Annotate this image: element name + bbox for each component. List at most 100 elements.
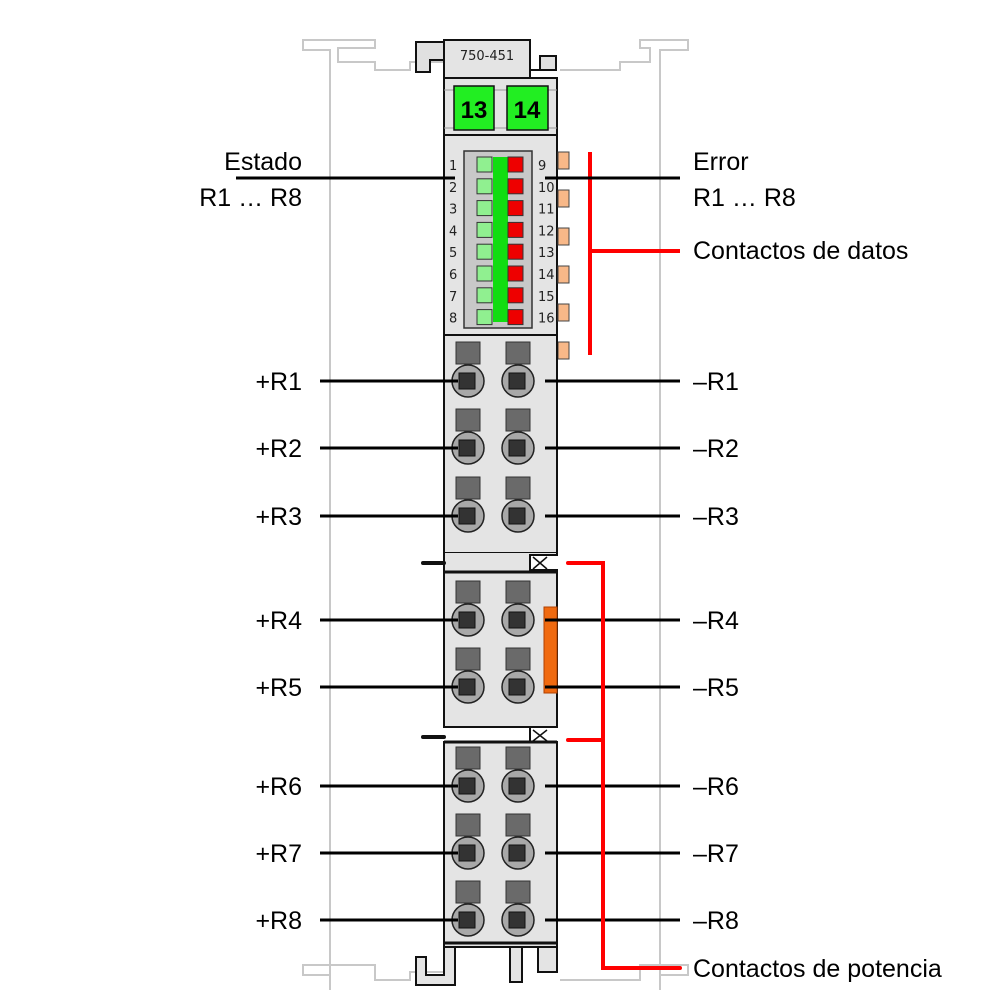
led-number: 6: [449, 268, 457, 283]
status-led: [476, 243, 493, 260]
data-contact: [557, 189, 570, 208]
module-top: 750-451 13 14: [415, 39, 558, 336]
release-slot[interactable]: [505, 647, 531, 671]
wire-entry: [458, 911, 476, 929]
wire-entry: [458, 844, 476, 862]
led-number: 13: [538, 246, 555, 261]
wire-entry: [458, 439, 476, 457]
terminal-row: +R7 –R7: [255, 813, 739, 870]
error-range: R1 … R8: [693, 184, 796, 212]
terminal-label-plus: +R8: [255, 907, 302, 935]
status-led: [476, 200, 493, 217]
release-slot[interactable]: [505, 880, 531, 904]
wire-entry: [508, 678, 526, 696]
terminal-label-plus: +R5: [255, 674, 302, 702]
indicator-14: [506, 85, 549, 131]
wire-entry: [508, 911, 526, 929]
release-slot[interactable]: [505, 408, 531, 432]
power-contacts-label: Contactos de potencia: [693, 955, 942, 983]
wire-entry: [458, 678, 476, 696]
terminal-label-minus: –R1: [693, 368, 739, 396]
terminal-label-plus: +R1: [255, 368, 302, 396]
indicator-13: [453, 85, 495, 131]
release-slot[interactable]: [455, 580, 481, 604]
release-slot[interactable]: [505, 476, 531, 500]
led-number: 1: [449, 159, 457, 174]
status-led: [476, 221, 493, 238]
wire-entry: [508, 507, 526, 525]
led-number: 4: [449, 224, 457, 239]
data-contacts-label: Contactos de datos: [693, 237, 908, 265]
status-led: [476, 178, 493, 195]
release-slot[interactable]: [455, 341, 481, 365]
terminal-label-plus: +R4: [255, 607, 302, 635]
release-slot[interactable]: [505, 341, 531, 365]
release-slot[interactable]: [455, 813, 481, 837]
data-contact: [557, 151, 570, 170]
terminal-row: +R8 –R8: [255, 880, 739, 937]
wire-entry: [458, 777, 476, 795]
din-rail: [302, 39, 689, 990]
terminal-row: +R3 –R3: [255, 476, 739, 533]
wire-entry: [508, 611, 526, 629]
led-number: 15: [538, 290, 555, 305]
release-slot[interactable]: [455, 476, 481, 500]
led-number: 9: [538, 159, 546, 174]
status-led: [476, 156, 493, 173]
power-contacts-bracket: [566, 561, 682, 970]
data-contacts-bracket: [588, 152, 680, 355]
release-slot[interactable]: [505, 746, 531, 770]
status-title: Estado: [224, 148, 302, 176]
wire-entry: [508, 844, 526, 862]
status-led: [476, 309, 493, 326]
status-led: [476, 265, 493, 282]
status-range: R1 … R8: [199, 184, 302, 212]
release-slot[interactable]: [505, 580, 531, 604]
led-number: 3: [449, 203, 457, 218]
error-led: [507, 200, 524, 217]
led-number: 12: [538, 224, 555, 239]
wire-entry: [458, 372, 476, 390]
terminal-row: +R2 –R2: [255, 408, 739, 465]
error-led: [507, 178, 524, 195]
terminal-label-plus: +R6: [255, 773, 302, 801]
wire-entry: [508, 777, 526, 795]
led-number: 7: [449, 290, 457, 305]
release-slot[interactable]: [455, 408, 481, 432]
error-led: [507, 243, 524, 260]
terminal-row: +R5 –R5: [255, 647, 739, 704]
release-slot[interactable]: [505, 813, 531, 837]
wire-entry: [508, 372, 526, 390]
terminal-label-plus: +R7: [255, 840, 302, 868]
terminal-label-plus: +R2: [255, 435, 302, 463]
led-number: 5: [449, 246, 457, 261]
error-title: Error: [693, 148, 749, 176]
wire-entry: [458, 507, 476, 525]
terminal-label-plus: +R3: [255, 503, 302, 531]
indicator-13-label: 13: [461, 97, 488, 124]
terminal-label-minus: –R7: [693, 840, 739, 868]
terminal-label-minus: –R5: [693, 674, 739, 702]
indicator-14-label: 14: [514, 97, 541, 124]
led-number: 14: [538, 268, 555, 283]
terminal-label-minus: –R2: [693, 435, 739, 463]
wire-entry: [458, 611, 476, 629]
data-contact: [557, 265, 570, 284]
terminal-label-minus: –R4: [693, 607, 739, 635]
led-number: 2: [449, 181, 457, 196]
terminal-label-minus: –R3: [693, 503, 739, 531]
release-slot[interactable]: [455, 880, 481, 904]
release-slot[interactable]: [455, 647, 481, 671]
release-slot[interactable]: [455, 746, 481, 770]
terminal-label-minus: –R8: [693, 907, 739, 935]
data-contacts: [557, 151, 570, 360]
error-led: [507, 287, 524, 304]
error-led: [507, 156, 524, 173]
terminal-label-minus: –R6: [693, 773, 739, 801]
terminal-rows: +R1 –R1 +R2 –R2 +R3 –R3 +R4 –R4 +R5 –R5 +R6 –R6 +R7 –…: [255, 341, 739, 937]
data-contact: [557, 227, 570, 246]
terminal-blocks: [415, 334, 558, 986]
terminal-row: +R4 –R4: [255, 580, 739, 637]
